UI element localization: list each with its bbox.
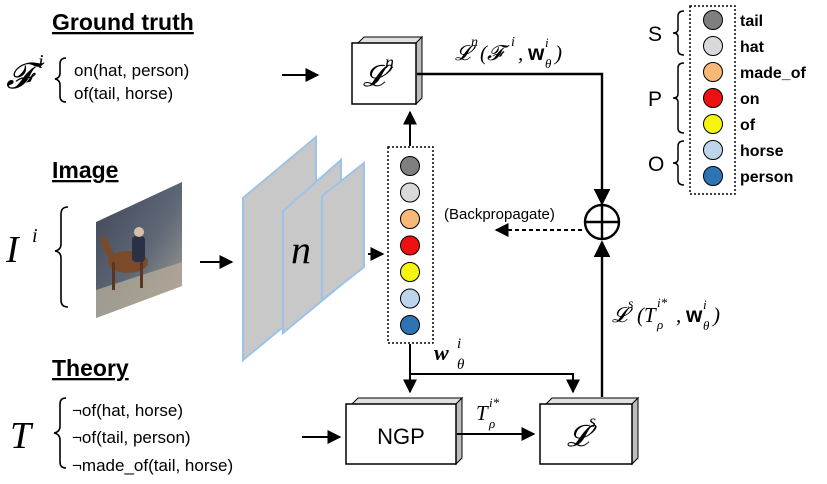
legend-swatch-person xyxy=(703,166,723,186)
input-photo xyxy=(96,182,182,318)
legend-brace-P xyxy=(672,62,685,134)
output-vector-circle-made_of xyxy=(400,209,420,229)
ln-box xyxy=(351,35,424,106)
ls-box-superscript: s xyxy=(589,411,596,431)
brace-theory xyxy=(53,397,67,469)
symbol-t-theory: T xyxy=(10,415,34,457)
theory-fact-2: ¬made_of(tail, horse) xyxy=(72,456,233,475)
ground-truth-fact-1: of(tail, horse) xyxy=(74,84,173,103)
svg-text:i: i xyxy=(511,35,515,50)
svg-text:T: T xyxy=(476,401,489,425)
symbol-f-superscript: i xyxy=(38,51,44,73)
svg-text:ρ: ρ xyxy=(488,416,495,431)
heading-theory: Theory xyxy=(52,355,129,381)
output-vector-circle-person xyxy=(400,315,420,335)
brace-image xyxy=(54,206,69,308)
ln-output-label: 𝓛 n (𝓕 i , w θ i ) xyxy=(455,35,562,71)
legend-label-horse: horse xyxy=(740,143,784,160)
legend-label-tail: tail xyxy=(740,13,763,30)
legend-swatch-made_of xyxy=(703,62,723,82)
legend-label-hat: hat xyxy=(740,39,765,56)
legend-label-of: of xyxy=(740,117,756,134)
svg-text:w: w xyxy=(527,42,545,65)
svg-text:n: n xyxy=(471,35,478,50)
legend-swatch-on xyxy=(703,88,723,108)
weights-superscript: i xyxy=(457,336,461,352)
legend-box xyxy=(689,5,736,195)
output-vector-circle-hat xyxy=(400,182,420,203)
output-vector-box xyxy=(387,146,434,344)
backpropagate-label: (Backpropagate) xyxy=(444,206,555,223)
ls-box xyxy=(539,396,640,466)
legend-label-person: person xyxy=(740,169,793,186)
svg-text:(𝓕: (𝓕 xyxy=(480,41,510,65)
ngp-output-label: T ρ i* xyxy=(476,395,500,431)
svg-text:,: , xyxy=(676,303,681,327)
legend-brace-S xyxy=(672,10,685,56)
output-vector-circle-of xyxy=(400,262,420,282)
svg-text:i: i xyxy=(545,35,549,50)
svg-text:i: i xyxy=(703,297,707,312)
ngp-box-label: NGP xyxy=(377,424,425,449)
heading-image: Image xyxy=(52,157,118,183)
legend-label-made_of: made_of xyxy=(740,65,806,82)
output-vector-circle-horse xyxy=(400,288,420,309)
output-vector-circle-tail xyxy=(400,156,420,176)
arrow-ln-to-sum xyxy=(417,72,611,206)
svg-text:(T: (T xyxy=(637,303,657,327)
ground-truth-fact-0: on(hat, person) xyxy=(74,61,189,80)
svg-text:s: s xyxy=(628,297,634,312)
svg-text:θ: θ xyxy=(545,56,552,71)
network-label: n xyxy=(291,227,311,272)
legend-group-P: P xyxy=(648,88,662,111)
svg-text:w: w xyxy=(685,304,703,327)
weights-label: w xyxy=(434,340,449,365)
theory-fact-0: ¬of(hat, horse) xyxy=(72,401,183,420)
heading-ground-truth: Ground truth xyxy=(52,9,194,35)
output-vector-circles xyxy=(400,156,420,335)
ngp-box xyxy=(345,396,464,466)
svg-text:): ) xyxy=(712,303,720,327)
svg-text:i*: i* xyxy=(657,295,668,310)
network-panels xyxy=(242,134,365,363)
symbol-i-image: I xyxy=(5,229,21,271)
svg-text:): ) xyxy=(554,41,562,65)
svg-text:,: , xyxy=(518,41,523,65)
legend-brace-O xyxy=(672,140,685,186)
brace-ground-truth xyxy=(54,57,67,103)
arrow-vector-to-ls xyxy=(410,373,580,394)
network-panel-3 xyxy=(321,160,365,303)
legend-label-on: on xyxy=(740,91,760,108)
legend-swatch-tail xyxy=(703,10,723,30)
legend-swatch-horse xyxy=(703,140,723,160)
theory-fact-1: ¬of(tail, person) xyxy=(72,428,191,447)
legend-group-S: S xyxy=(648,23,662,46)
legend-group-O: O xyxy=(648,153,664,176)
svg-text:ρ: ρ xyxy=(656,317,663,332)
svg-text:θ: θ xyxy=(703,318,710,333)
ln-box-superscript: n xyxy=(385,52,394,72)
svg-text:i*: i* xyxy=(489,395,500,410)
symbol-i-superscript: i xyxy=(32,225,38,247)
weights-subscript: θ xyxy=(457,357,465,373)
legend-swatch-hat xyxy=(703,36,723,56)
ls-output-label: 𝓛 s (T ρ i* , w θ i ) xyxy=(612,295,720,333)
output-vector-circle-on xyxy=(400,235,420,256)
legend-swatch-of xyxy=(703,114,723,134)
